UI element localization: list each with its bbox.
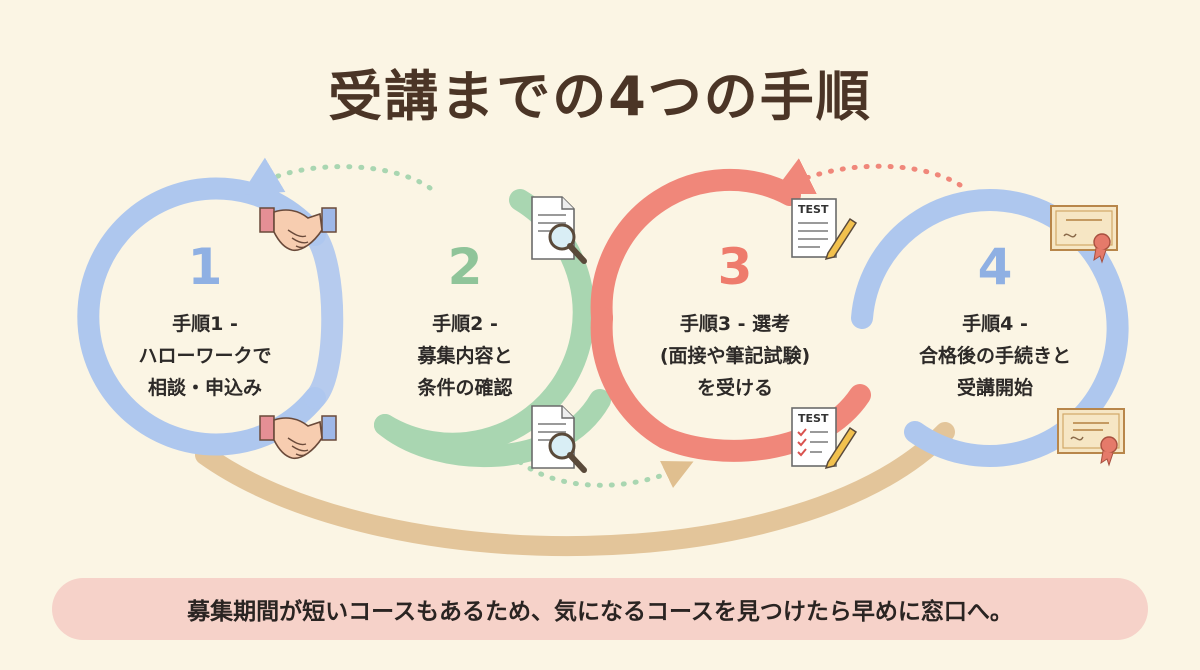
circle-3-arc <box>590 168 801 329</box>
notice-text: 募集期間が短いコースもあるため、気になるコースを見つけたら早めに窓口へ。 <box>187 599 1013 625</box>
step-1-text: 手順1 - ハローワークで 相談・申込み <box>95 308 315 404</box>
step-2-line-3: 条件の確認 <box>417 377 513 399</box>
dotted-arrow-2-to-3 <box>517 459 694 489</box>
step-1-number: 1 <box>187 238 223 296</box>
dotted-arrow-2-to-1 <box>240 157 433 196</box>
circle-2-arc-lower <box>374 389 611 468</box>
certificate-icon <box>1050 205 1118 264</box>
step-4-number: 4 <box>977 238 1013 296</box>
step-3-line-1: 手順3 - 選考 <box>679 313 791 335</box>
bottom-connector-arc <box>195 422 955 556</box>
page-title: 受講までの4つの手順 <box>328 65 872 128</box>
circle-1-arc <box>77 177 326 456</box>
handshake-icon <box>259 415 337 460</box>
step-2-line-2: 募集内容と <box>417 345 513 367</box>
circle-1-arc-right <box>304 224 344 409</box>
step-1-line-3: 相談・申込み <box>147 377 262 399</box>
step-3-line-2: (面接や筆記試験) <box>659 345 811 367</box>
test-label: TEST <box>798 203 829 216</box>
step-3-text: 手順3 - 選考 (面接や筆記試験) を受ける <box>625 308 845 404</box>
circle-4-arc <box>851 189 1129 467</box>
step-1-line-1: 手順1 - <box>172 313 238 335</box>
dotted-arrow-4-to-3 <box>772 158 963 194</box>
certificate-icon <box>1057 408 1125 467</box>
step-2-text: 手順2 - 募集内容と 条件の確認 <box>355 308 575 404</box>
step-2-number: 2 <box>447 238 483 296</box>
document-search-icon <box>531 196 587 264</box>
test-label: TEST <box>798 412 829 425</box>
test-paper-icon: TEST <box>791 407 858 470</box>
document-search-icon <box>531 405 587 473</box>
step-4-line-3: 受講開始 <box>956 377 1033 399</box>
step-4-line-1: 手順4 - <box>962 313 1028 335</box>
test-paper-icon: TEST <box>791 198 858 261</box>
step-1-line-2: ハローワークで <box>138 345 272 367</box>
handshake-icon <box>259 207 337 252</box>
notice-banner: 募集期間が短いコースもあるため、気になるコースを見つけたら早めに窓口へ。 <box>52 578 1148 640</box>
step-2-line-1: 手順2 - <box>432 313 498 335</box>
step-3-line-3: を受ける <box>696 377 773 399</box>
step-4-line-2: 合格後の手続きと <box>918 345 1071 367</box>
step-4-text: 手順4 - 合格後の手続きと 受講開始 <box>885 308 1105 404</box>
step-3-number: 3 <box>717 238 753 296</box>
